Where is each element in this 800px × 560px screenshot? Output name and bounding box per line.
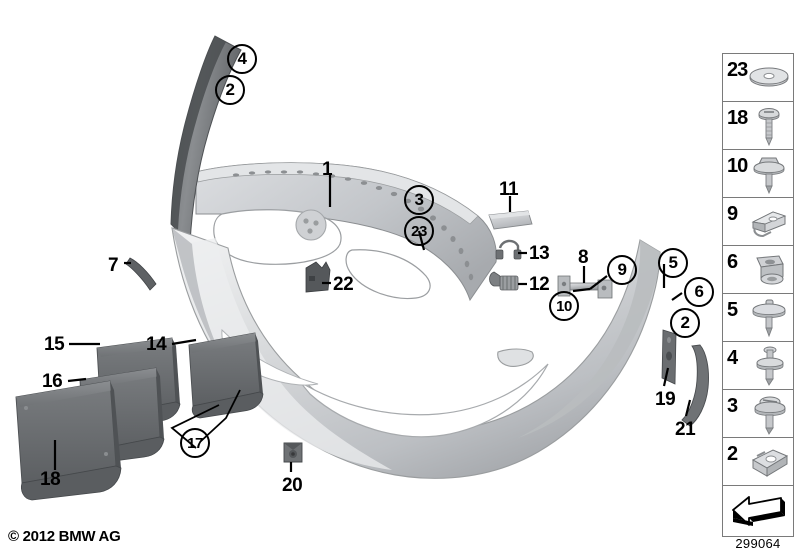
part-11-cover-cap bbox=[488, 210, 533, 230]
callout-15: 15 bbox=[44, 334, 65, 355]
part-19-bracket bbox=[661, 329, 677, 385]
part-12-clamp bbox=[489, 271, 519, 291]
spring-clip-icon bbox=[751, 211, 787, 238]
washer-disc-icon bbox=[749, 67, 789, 87]
legend-item-23[interactable]: 23 bbox=[723, 54, 793, 102]
callout-circle-2-left: 2 bbox=[215, 75, 245, 105]
part-14-absorber bbox=[188, 332, 264, 419]
callout-8: 8 bbox=[578, 247, 589, 268]
legend-item-6[interactable]: 6 bbox=[723, 246, 793, 294]
callout-circle-4: 4 bbox=[227, 44, 257, 74]
callout-17: 18 bbox=[40, 469, 61, 490]
plastic-rivet-icon bbox=[756, 346, 784, 386]
legend-number-5: 5 bbox=[727, 299, 738, 321]
copyright-notice: © 2012 BMW AG bbox=[8, 528, 121, 545]
legend-number-10: 10 bbox=[727, 155, 748, 177]
callout-21: 21 bbox=[675, 419, 696, 440]
direction-arrow-icon bbox=[732, 496, 785, 526]
legend-number-3: 3 bbox=[727, 395, 738, 417]
legend-item-2[interactable]: 2 bbox=[723, 438, 793, 486]
c-clip-nut-icon bbox=[751, 449, 789, 477]
callout-11: 11 bbox=[499, 179, 519, 200]
legend-number-2: 2 bbox=[727, 443, 738, 465]
legend-item-direction-arrow bbox=[723, 486, 793, 536]
part-22-bracket bbox=[305, 261, 331, 293]
legend-number-4: 4 bbox=[727, 347, 738, 369]
push-rivet-icon bbox=[752, 299, 786, 338]
legend-number-6: 6 bbox=[727, 251, 738, 273]
part-21-trim-blade bbox=[681, 344, 709, 427]
callout-circle-23: 23 bbox=[404, 216, 434, 246]
part-17-absorber bbox=[15, 380, 122, 501]
legend-number-9: 9 bbox=[727, 203, 738, 225]
callout-circle-5: 5 bbox=[658, 248, 688, 278]
callout-circle-10: 10 bbox=[549, 291, 579, 321]
fastener-legend: 23 18 10 bbox=[722, 53, 794, 537]
part-7-trim-strip bbox=[125, 257, 157, 291]
part-1-bumper-cover bbox=[171, 227, 661, 479]
callout-12: 12 bbox=[529, 274, 550, 295]
callout-20: 20 bbox=[282, 475, 303, 496]
callout-1: 1 bbox=[322, 159, 333, 180]
callout-13: 13 bbox=[529, 243, 550, 264]
legend-item-10[interactable]: 10 bbox=[723, 150, 793, 198]
legend-number-18: 18 bbox=[727, 107, 748, 129]
callout-16: 16 bbox=[42, 371, 63, 392]
grommet-nut-icon bbox=[756, 255, 784, 285]
callout-circle-18: 17 bbox=[180, 428, 210, 458]
legend-item-9[interactable]: 9 bbox=[723, 198, 793, 246]
legend-item-4[interactable]: 4 bbox=[723, 342, 793, 390]
callout-19: 19 bbox=[655, 389, 676, 410]
legend-item-5[interactable]: 5 bbox=[723, 294, 793, 342]
callout-14: 14 bbox=[146, 334, 167, 355]
diagram-number: 299064 bbox=[735, 536, 781, 551]
flange-screw-icon bbox=[754, 396, 786, 435]
screw-pan-head-icon bbox=[758, 108, 780, 147]
callout-22: 22 bbox=[333, 274, 354, 295]
legend-number-23: 23 bbox=[727, 59, 748, 81]
part-13-clip bbox=[495, 239, 522, 260]
callout-circle-3: 3 bbox=[404, 185, 434, 215]
legend-item-18[interactable]: 18 bbox=[723, 102, 793, 150]
part-20-clip bbox=[283, 442, 303, 463]
callout-circle-6: 6 bbox=[684, 277, 714, 307]
expanding-rivet-icon bbox=[753, 157, 785, 195]
callout-circle-2-right: 2 bbox=[670, 308, 700, 338]
callout-circle-9: 9 bbox=[607, 255, 637, 285]
callout-7: 7 bbox=[108, 255, 119, 276]
legend-item-3[interactable]: 3 bbox=[723, 390, 793, 438]
